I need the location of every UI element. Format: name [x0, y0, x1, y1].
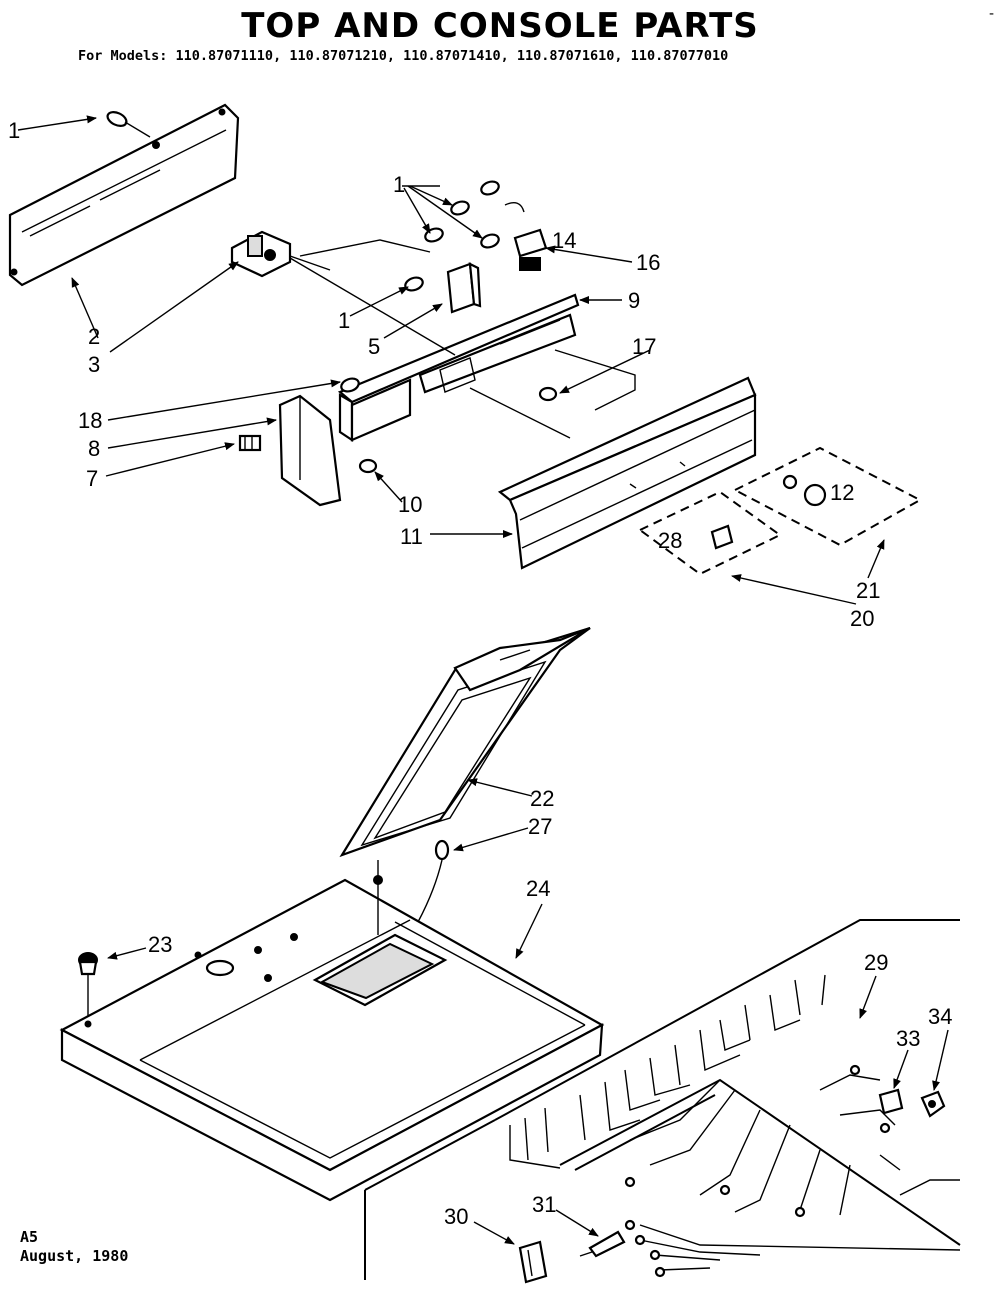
callout-31: 31 [532, 1192, 556, 1217]
dryer-top [59, 860, 605, 1202]
callout-23: 23 [148, 932, 172, 957]
callout-11: 11 [400, 524, 423, 549]
connector-30 [518, 1240, 548, 1284]
bumper-23 [78, 952, 98, 1020]
callout-9: 9 [628, 288, 640, 313]
diagram-title: TOP AND CONSOLE PARTS [241, 6, 759, 46]
screw-top-left [106, 111, 151, 138]
callout-12: 12 [830, 480, 854, 505]
callout-30: 30 [444, 1204, 468, 1229]
callout-16: 16 [636, 250, 660, 275]
callout-2: 2 [88, 324, 100, 349]
callout-24: 24 [526, 876, 550, 901]
callout-8: 8 [88, 436, 100, 461]
callout-28: 28 [658, 528, 682, 553]
wiring-harness [364, 919, 961, 1280]
footer: A5 August, 1980 [20, 1228, 128, 1266]
knob-group-outline [638, 446, 923, 576]
callout-20: 20 [850, 606, 874, 631]
push-to-start-switch [404, 262, 482, 314]
callout-1-top-middle: 1 [393, 172, 405, 197]
callout-17: 17 [632, 334, 656, 359]
screw-17 [538, 386, 558, 402]
screw-27 [417, 839, 450, 923]
callout-22: 22 [530, 786, 554, 811]
console-front-trim [497, 376, 757, 570]
switch-clip [513, 228, 548, 271]
models-line: For Models: 110.87071110, 110.87071210, … [78, 48, 729, 64]
callout-1-top-left: 1 [8, 118, 20, 143]
callout-29: 29 [864, 950, 888, 975]
callout-5: 5 [368, 334, 380, 359]
callout-numbers: 1 2 3 1 1 5 14 16 9 17 18 8 7 10 11 12 2… [8, 118, 952, 1229]
callout-27: 27 [528, 814, 552, 839]
callout-7: 7 [86, 466, 98, 491]
page-code: A5 [20, 1228, 39, 1246]
connector-34 [920, 1090, 946, 1118]
lint-screen-panel [339, 626, 591, 858]
corner-mark: - [988, 6, 994, 22]
callout-1-middle: 1 [338, 308, 350, 333]
callout-34: 34 [928, 1004, 952, 1029]
callout-21: 21 [856, 578, 880, 603]
screw-10 [358, 458, 378, 474]
callout-10: 10 [398, 492, 422, 517]
wire-nut-31 [579, 1230, 626, 1258]
callout-3: 3 [88, 352, 100, 377]
callout-14: 14 [552, 228, 576, 253]
switch-cover [278, 394, 342, 507]
terminal-33 [878, 1088, 904, 1115]
timer [230, 230, 331, 278]
connector-lines [289, 239, 636, 439]
leader-lines [17, 115, 949, 1245]
control-bracket [337, 293, 580, 443]
console-back-panel [8, 103, 240, 287]
clip-7 [238, 434, 262, 452]
revision-date: August, 1980 [20, 1247, 129, 1265]
screw-group-top [424, 180, 525, 249]
callout-18: 18 [78, 408, 102, 433]
screw-18 [340, 377, 360, 393]
callout-33: 33 [896, 1026, 920, 1051]
